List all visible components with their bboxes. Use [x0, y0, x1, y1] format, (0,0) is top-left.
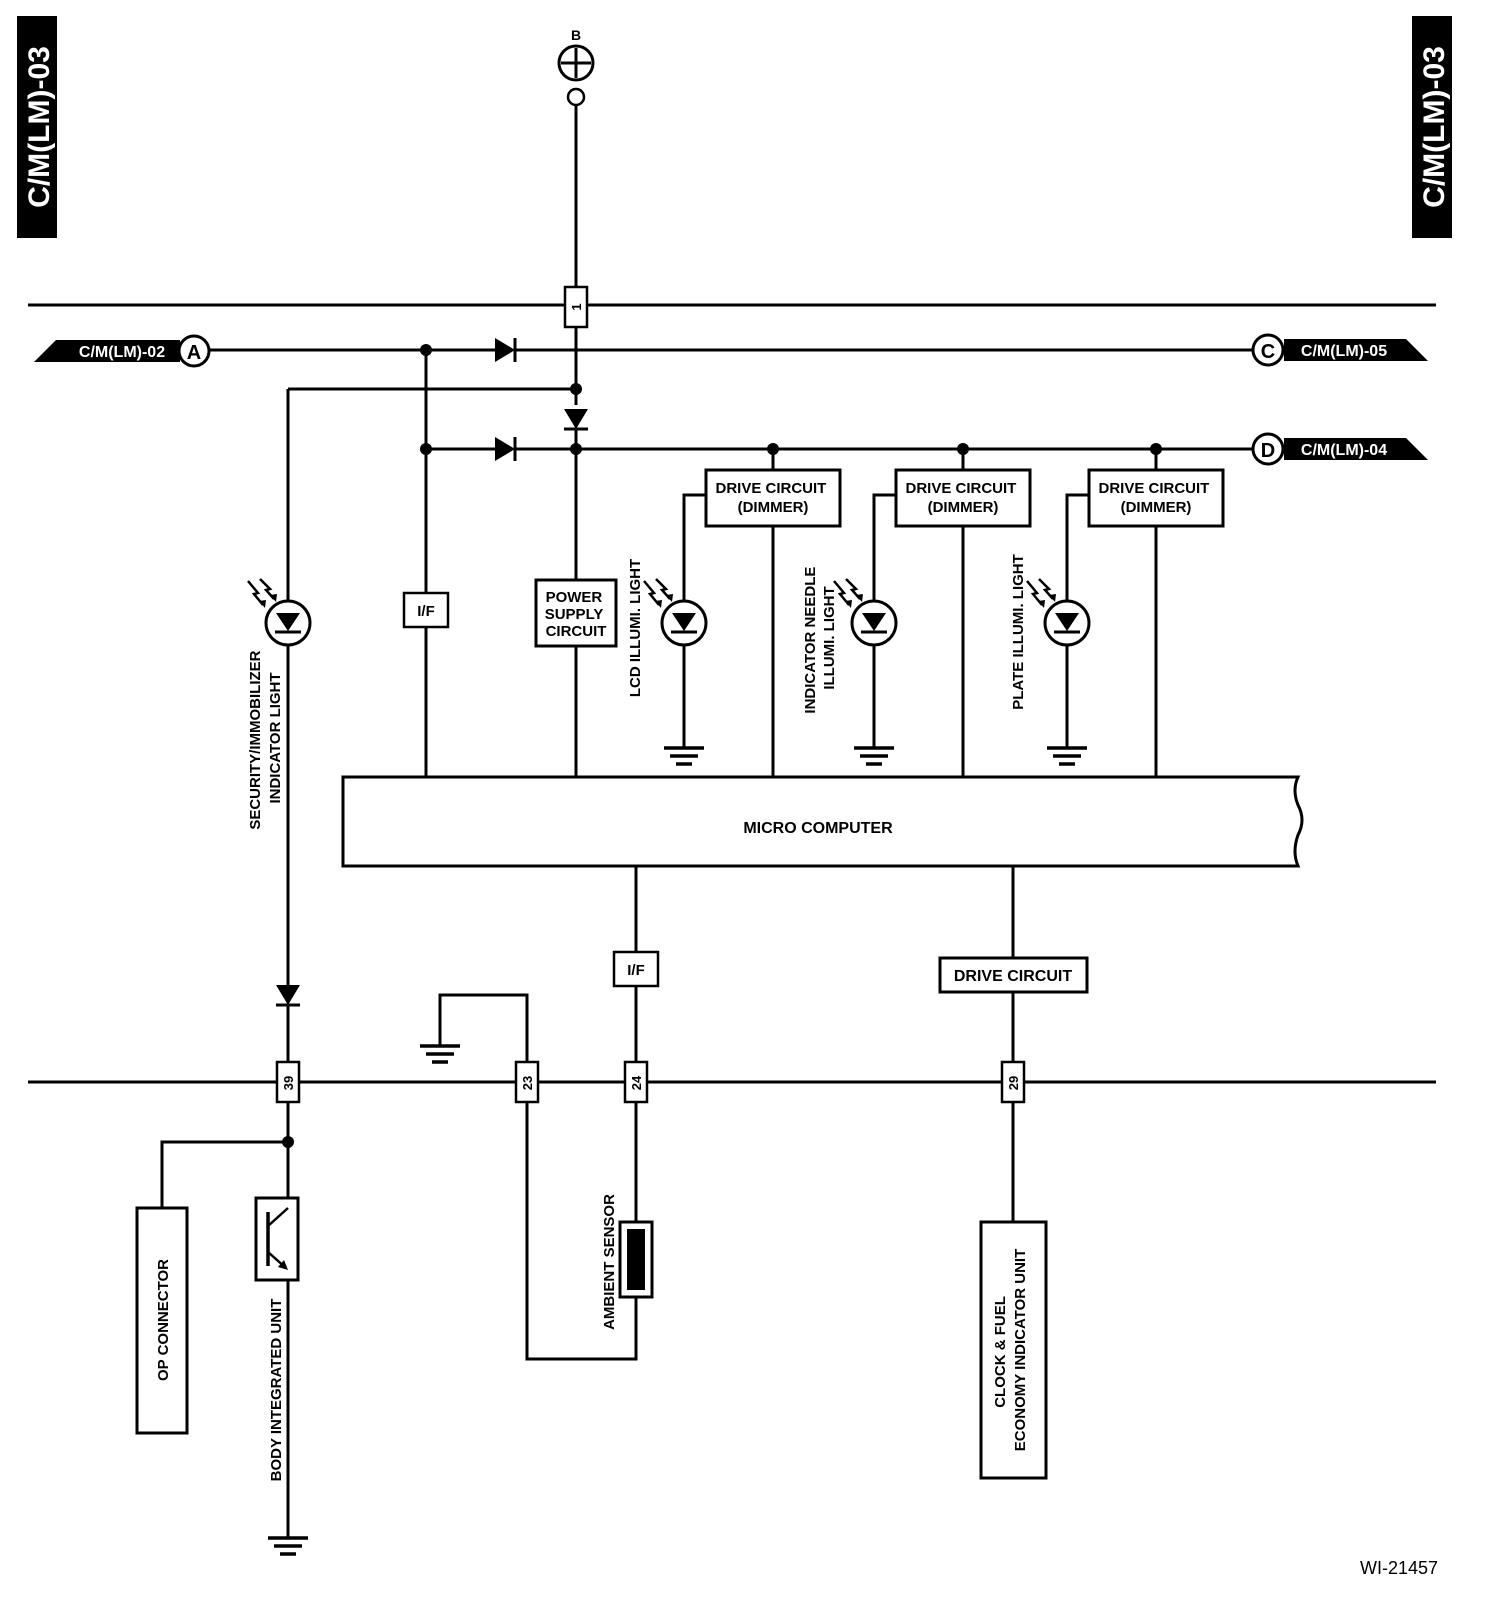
connector-a-tag: C/M(LM)-02 A: [34, 334, 211, 368]
pin-24: 24: [623, 1060, 649, 1104]
pin-23-label: 23: [520, 1076, 535, 1090]
body-integrated-unit-transistor: [254, 1196, 300, 1282]
security-light-label: SECURITY/IMMOBILIZER INDICATOR LIGHT: [247, 646, 284, 829]
clock-unit-line2: ECONOMY INDICATOR UNIT: [1012, 1249, 1029, 1452]
op-connector-wire: [160, 1140, 288, 1208]
clock-unit-line1: CLOCK & FUEL: [992, 1296, 1009, 1407]
dimmer-2-label: DRIVE CIRCUIT (DIMMER): [905, 480, 1020, 516]
connector-a-letter: A: [187, 342, 201, 364]
ambient-sensor-label: AMBIENT SENSOR: [601, 1194, 618, 1330]
power-supply-line3: CIRCUIT: [546, 623, 607, 640]
battery-label: B: [571, 27, 581, 43]
pin-29-label: 29: [1006, 1076, 1021, 1090]
clock-unit-label: CLOCK & FUEL ECONOMY INDICATOR UNIT: [992, 1249, 1029, 1452]
junction-dot: [420, 344, 432, 356]
connector-c-label: C/M(LM)-05: [1301, 343, 1387, 360]
if-upper-label: I/F: [417, 603, 435, 620]
dimmer-2-line2: (DIMMER): [928, 499, 999, 516]
needle-light-label: INDICATOR NEEDLE ILLUMI. LIGHT: [802, 562, 838, 713]
security-light-line1: SECURITY/IMMOBILIZER: [247, 650, 264, 829]
dimmer-3-line2: (DIMMER): [1121, 499, 1192, 516]
junction-dot: [570, 443, 582, 455]
junction-dot: [282, 1136, 294, 1148]
lcd-light-label: LCD ILLUMI. LIGHT: [627, 559, 644, 697]
drive-circuit-dimmer-2: DRIVE CIRCUIT (DIMMER): [894, 468, 1032, 528]
plate-light-label: PLATE ILLUMI. LIGHT: [1010, 554, 1027, 710]
dimmer-3-line1: DRIVE CIRCUIT: [1098, 480, 1209, 497]
clock-fuel-economy-unit: CLOCK & FUEL ECONOMY INDICATOR UNIT: [979, 1220, 1048, 1480]
junction-dot: [570, 383, 582, 395]
connector-d-letter: D: [1261, 440, 1275, 462]
op-connector-box: OP CONNECTOR: [135, 1206, 189, 1435]
pin-24-label: 24: [629, 1075, 644, 1090]
needle-light-wire: [872, 493, 896, 601]
ambient-sensor-box: [618, 1220, 654, 1299]
connector-d-tag: D C/M(LM)-04: [1251, 432, 1428, 466]
power-supply-label: POWER SUPPLY CIRCUIT: [545, 589, 608, 640]
pin23-ground-wire: [438, 993, 529, 1062]
junction-dot: [957, 443, 969, 455]
dimmer-3-label: DRIVE CIRCUIT (DIMMER): [1098, 480, 1213, 516]
pin-1-label: 1: [569, 303, 584, 310]
needle-ground-icon: [852, 738, 896, 766]
connector-c-letter: C: [1261, 341, 1275, 363]
power-supply-circuit-block: POWER SUPPLY CIRCUIT: [534, 578, 618, 648]
left-page-tag: C/M(LM)-03: [17, 16, 57, 238]
junction-dot: [1150, 443, 1162, 455]
plate-light-wire: [1065, 493, 1089, 601]
drive-circuit-dimmer-1: DRIVE CIRCUIT (DIMMER): [704, 468, 842, 528]
dimmer-1-label: DRIVE CIRCUIT (DIMMER): [715, 480, 830, 516]
dimmer-1-line1: DRIVE CIRCUIT: [715, 480, 826, 497]
plate-led-icon: [1025, 577, 1091, 647]
power-supply-line2: SUPPLY: [545, 606, 604, 623]
right-page-tag: C/M(LM)-03: [1412, 16, 1452, 238]
if-lower-label: I/F: [627, 962, 645, 979]
lcd-ground-icon: [662, 738, 706, 766]
needle-light-line2: ILLUMI. LIGHT: [821, 586, 838, 689]
pin-39: 39: [275, 1060, 301, 1104]
plate-ground-icon: [1045, 738, 1089, 766]
battery-terminal: B: [557, 27, 595, 107]
security-diode: [274, 983, 302, 1007]
dimmer-2-line1: DRIVE CIRCUIT: [905, 480, 1016, 497]
power-supply-line1: POWER: [546, 589, 603, 606]
pin-1: 1: [563, 285, 589, 329]
drive-circuit-dimmer-3: DRIVE CIRCUIT (DIMMER): [1087, 468, 1225, 528]
security-led-icon: [246, 577, 312, 647]
supply-diode: [562, 407, 590, 431]
needle-light-line1: INDICATOR NEEDLE: [802, 567, 819, 714]
junction-dot: [420, 443, 432, 455]
connector-c-tag: C C/M(LM)-05: [1251, 333, 1428, 367]
micro-computer-label: MICRO COMPUTER: [743, 820, 893, 837]
pin23-ground-icon: [418, 1036, 462, 1064]
drive-circuit-label: DRIVE CIRCUIT: [954, 968, 1072, 985]
right-page-tag-text: C/M(LM)-03: [1418, 46, 1451, 208]
needle-led-icon: [832, 577, 898, 647]
junction-dot: [767, 443, 779, 455]
lcd-light-wire: [682, 493, 706, 601]
pin-29: 29: [1000, 1060, 1026, 1104]
connector-a-label: C/M(LM)-02: [79, 344, 165, 361]
figure-id: WI-21457: [1360, 1558, 1438, 1578]
body-unit-ground-icon: [266, 1528, 310, 1556]
lcd-led-icon: [642, 577, 708, 647]
micro-computer-block: MICRO COMPUTER: [341, 775, 1304, 868]
if-block-upper: I/F: [402, 591, 450, 629]
if-block-lower: I/F: [612, 950, 660, 988]
connector-d-label: C/M(LM)-04: [1301, 442, 1387, 459]
pin-23: 23: [514, 1060, 540, 1104]
diode-d: [493, 435, 517, 463]
left-page-tag-text: C/M(LM)-03: [23, 46, 56, 208]
drive-circuit-block: DRIVE CIRCUIT: [938, 956, 1089, 994]
body-integrated-unit-label: BODY INTEGRATED UNIT: [268, 1299, 285, 1482]
dimmer-1-line2: (DIMMER): [738, 499, 809, 516]
diode-a: [493, 336, 517, 364]
pin-39-label: 39: [281, 1076, 296, 1090]
ambient-sensor-return-wire: [525, 1102, 638, 1361]
security-light-line2: INDICATOR LIGHT: [267, 672, 284, 803]
op-connector-label: OP CONNECTOR: [155, 1259, 172, 1381]
